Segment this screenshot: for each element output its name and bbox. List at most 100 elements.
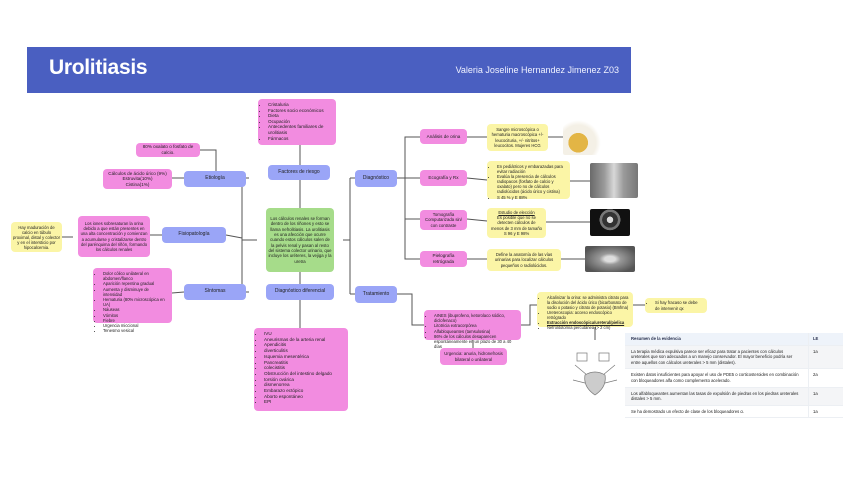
etiologia-detail-top: 80% oxalato o fosfato de calcio.	[136, 143, 200, 157]
list-item: colecistitis	[264, 365, 344, 371]
connector	[397, 293, 424, 326]
fisiopatologia-detail: Los iones sobresaturan la orina debido a…	[78, 216, 150, 257]
table-cell: 1a	[808, 405, 843, 418]
connector	[225, 234, 243, 239]
table-cell: 1a	[808, 345, 843, 369]
list-item: diverticulitis	[264, 348, 344, 354]
list-item: Náuseas	[103, 307, 168, 312]
diagram-pointer	[572, 364, 618, 384]
table-cell: Se ha demostrado un efecto de clase de l…	[631, 408, 744, 414]
study-ecografia-rx[interactable]: Ecografía y Rx	[420, 170, 467, 186]
note-title: Estudio de elección	[498, 210, 535, 216]
tratamiento-node[interactable]: Tratamiento	[355, 286, 397, 303]
list-item: EPI	[264, 399, 344, 405]
list-item: torsión ovárica	[264, 377, 344, 383]
connector	[466, 218, 488, 222]
pielografia-note: Define la anatomía de las vías urinarias…	[487, 249, 561, 271]
etiologia-item: Cistina(1%)	[125, 181, 150, 187]
central-concept-text: Los cálculos renales se forman dentro de…	[268, 216, 332, 264]
intervencion-note: Si hay fracaso se debe de intervenir qx	[645, 298, 707, 313]
table-row: Existen datos insuficientes para apoyar …	[625, 369, 843, 388]
diagram-box	[598, 352, 610, 362]
list-item: Cristaluria	[268, 102, 332, 108]
list-item: Evalúa la presencia de cálculos radiopac…	[497, 174, 566, 194]
fisiopatologia-note: Hay maduración de calcio en túbulo proxi…	[11, 222, 62, 252]
study-analisis-orina[interactable]: Análisis de orina	[420, 129, 467, 144]
diagram-box	[576, 352, 588, 362]
list-item: Hematuria (80% microscópica en UA)	[103, 297, 168, 307]
tratamiento-detail: AINES (ibuprofeno, ketorolaco sódico, di…	[424, 310, 521, 349]
etiologia-item: Estruvita(10%)	[122, 176, 153, 182]
list-item: Extracción endoscópica/ureteral/pielica	[547, 320, 629, 325]
table-cell: La terapia médica expulsiva parece ser e…	[631, 348, 793, 365]
page-title: Urolitiasis	[49, 56, 148, 79]
ct-scan-image	[590, 209, 630, 236]
list-item: Obstrucción del intestino delgado	[264, 371, 344, 377]
list-item: Dieta	[268, 113, 332, 119]
tratamiento-advanced: Alcalinizar la orina: se administra citr…	[537, 292, 633, 330]
factores-riesgo-node[interactable]: Factores de riesgo	[268, 165, 330, 180]
list-item: Fármacos	[268, 136, 332, 142]
connector	[200, 149, 217, 172]
study-pielografia[interactable]: Pielografía retrógrada	[420, 251, 467, 267]
list-item: Nefrolitotomía percutánea (> 2 cm)	[547, 325, 629, 330]
list-item: Ocupación	[268, 119, 332, 125]
list-item: Alfabloqueantes (tamsulosina)	[434, 329, 517, 334]
list-item: Ureteroscopia: acceso endoscópico retróg…	[547, 310, 629, 320]
list-item: En pediátricos y embarazadas para evitar…	[497, 164, 566, 174]
list-item: AINES (ibuprofeno, ketorolaco sódico, di…	[434, 313, 517, 323]
list-item: Dolor cólico unilateral en abdomen/flanc…	[103, 271, 168, 281]
list-item: IVU	[264, 331, 344, 337]
x-ray-image	[590, 163, 638, 198]
diagnostico-node[interactable]: Diagnóstico	[355, 170, 397, 187]
evidence-table: Resumen de la evidencia LE La terapia mé…	[625, 333, 843, 419]
list-item: Litotricia extracorpórea	[434, 323, 517, 328]
list-item: Vómitos	[103, 313, 168, 318]
list-item: Alcalinizar la orina: se administra citr…	[547, 295, 629, 310]
diagnostico-diferencial-detail: IVU Aneurismas de la arteria renal Apend…	[254, 328, 348, 411]
list-item: Si hay fracaso se debe de intervenir qx	[655, 300, 703, 311]
list-item: dismenorrea	[264, 382, 344, 388]
table-header: Resumen de la evidencia	[631, 336, 681, 341]
study-tomografia[interactable]: Tomografía Computarizada sin/ con contra…	[420, 210, 467, 230]
list-item: Urgencia miccional	[103, 323, 168, 328]
list-item: 86% de los cálculos desaparecen espontán…	[434, 334, 517, 350]
etiologia-detail-left: Cálculos de ácido úrico (9%) Estruvita(1…	[103, 169, 172, 189]
urinary-tract-diagram	[572, 352, 618, 396]
etiologia-item: Cálculos de ácido úrico (9%)	[108, 170, 167, 176]
table-row: La terapia médica expulsiva parece ser e…	[625, 345, 843, 370]
table-header: LE	[808, 333, 843, 345]
sintomas-node[interactable]: Síntomas	[184, 284, 246, 300]
central-concept-node: Los cálculos renales se forman dentro de…	[266, 208, 334, 272]
author-label: Valeria Joseline Hernandez Jimenez Z03	[455, 65, 619, 75]
table-header-row: Resumen de la evidencia LE	[625, 333, 843, 346]
title-banner: Urolitiasis Valeria Joseline Hernandez J…	[27, 47, 631, 93]
list-item: Aparición repentina gradual	[103, 281, 168, 286]
table-cell: Los alfabloqueantes aumentan las tasas d…	[631, 390, 799, 402]
table-cell: 1a	[808, 387, 843, 405]
list-item: Aborto espontáneo	[264, 394, 344, 400]
fisiopatologia-node[interactable]: Fisiopatología	[162, 227, 226, 243]
table-row: Se ha demostrado un efecto de clase de l…	[625, 405, 843, 419]
diagram-anatomy	[584, 371, 606, 396]
list-item: Aumenta y disminuye de intensidad	[103, 287, 168, 297]
connector	[404, 178, 420, 260]
connector	[521, 304, 537, 326]
list-item: Pancreatitis	[264, 360, 344, 366]
urgencia-node: Urgencia: anuria, hidronefrosis bilatera…	[440, 348, 507, 365]
list-item: Aneurismas de la arteria renal	[264, 337, 344, 343]
connector	[397, 136, 420, 179]
list-item: S 45 % y E 88%	[497, 195, 566, 200]
note-text: Es posible que no se detecten cálculos d…	[491, 215, 542, 231]
diagnostico-diferencial-node[interactable]: Diagnóstico diferencial	[266, 284, 334, 300]
urine-sample-photo	[563, 120, 601, 155]
table-row: Los alfabloqueantes aumentan las tasas d…	[625, 387, 843, 406]
list-item: Isquemia mesentérica	[264, 354, 344, 360]
list-item: Embarazo ectópico	[264, 388, 344, 394]
etiologia-node[interactable]: Etiología	[184, 171, 246, 187]
list-item: Antecedentes familiares de urolitiasis	[268, 124, 332, 135]
note-stats: S 96 y E 98%	[503, 230, 530, 236]
list-item: Apendicitis	[264, 342, 344, 348]
tomografia-note: Estudio de elección Es posible que no se…	[487, 208, 546, 238]
connector	[171, 291, 185, 294]
